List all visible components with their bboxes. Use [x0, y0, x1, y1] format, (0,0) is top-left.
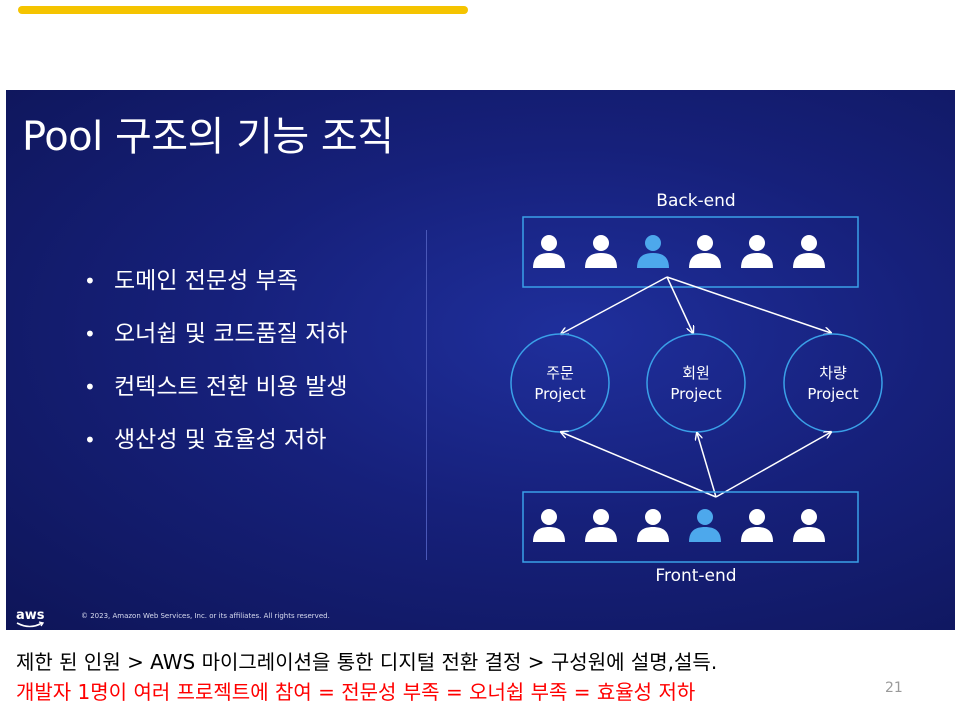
person-icon	[689, 509, 721, 542]
person-icon	[585, 235, 617, 268]
bullet-list: •도메인 전문성 부족 •오너쉽 및 코드품질 저하 •컨텍스트 전환 비용 발…	[84, 268, 348, 480]
slide-title: Pool 구조의 기능 조직	[22, 114, 394, 160]
project-name: 회원	[682, 364, 710, 382]
caption-line-1: 제한 된 인원 > AWS 마이그레이션을 통한 디지털 전환 결정 > 구성원…	[16, 650, 718, 674]
aws-logo: aws	[16, 608, 45, 628]
arrow	[561, 432, 717, 498]
arrow	[666, 276, 831, 333]
project-circle-vehicle	[783, 333, 883, 433]
aws-smile-icon	[16, 621, 45, 628]
bullet-text: 컨텍스트 전환 비용 발생	[114, 374, 348, 400]
divider-line	[426, 230, 427, 560]
bullet-text: 도메인 전문성 부족	[114, 268, 298, 294]
copyright-text: © 2023, Amazon Web Services, Inc. or its…	[81, 612, 330, 620]
person-icon	[793, 509, 825, 542]
person-icon	[585, 509, 617, 542]
frontend-people	[533, 509, 825, 542]
project-label: Project	[670, 385, 721, 403]
bullet-item: •도메인 전문성 부족	[84, 268, 298, 294]
aws-logo-text: aws	[16, 608, 45, 623]
person-icon	[689, 235, 721, 268]
project-name: 주문	[546, 364, 574, 382]
page-number: 21	[885, 680, 903, 696]
team-diagram: Back-end 주문 Project 회원 Project 차량 Projec…	[510, 191, 883, 586]
person-icon	[533, 235, 565, 268]
top-accent-bar	[18, 6, 468, 14]
arrow	[697, 433, 717, 498]
bullet-text: 생산성 및 효율성 저하	[114, 427, 327, 453]
arrow	[666, 276, 693, 333]
caption-line-2: 개발자 1명이 여러 프로젝트에 참여 = 전문성 부족 = 오너쉽 부족 = …	[16, 680, 696, 704]
person-icon	[637, 235, 669, 268]
bullet-item: •오너쉽 및 코드품질 저하	[84, 321, 348, 347]
bullet-item: •생산성 및 효율성 저하	[84, 427, 327, 453]
project-circle-order	[510, 333, 610, 433]
backend-people	[533, 235, 825, 268]
project-label: Project	[807, 385, 858, 403]
bullet-item: •컨텍스트 전환 비용 발생	[84, 374, 348, 400]
bullet-text: 오너쉽 및 코드품질 저하	[114, 321, 348, 347]
project-circle-member	[646, 333, 746, 433]
person-icon	[741, 509, 773, 542]
project-label: Project	[534, 385, 585, 403]
person-icon	[533, 509, 565, 542]
person-icon	[637, 509, 669, 542]
backend-label: Back-end	[656, 191, 735, 211]
person-icon	[741, 235, 773, 268]
person-icon	[793, 235, 825, 268]
presentation-slide: Pool 구조의 기능 조직 •도메인 전문성 부족 •오너쉽 및 코드품질 저…	[6, 90, 955, 630]
arrow	[561, 276, 668, 334]
arrow	[715, 432, 831, 498]
frontend-label: Front-end	[655, 566, 736, 586]
backend-box	[522, 216, 859, 288]
frontend-box	[522, 491, 859, 563]
project-name: 차량	[819, 364, 847, 382]
